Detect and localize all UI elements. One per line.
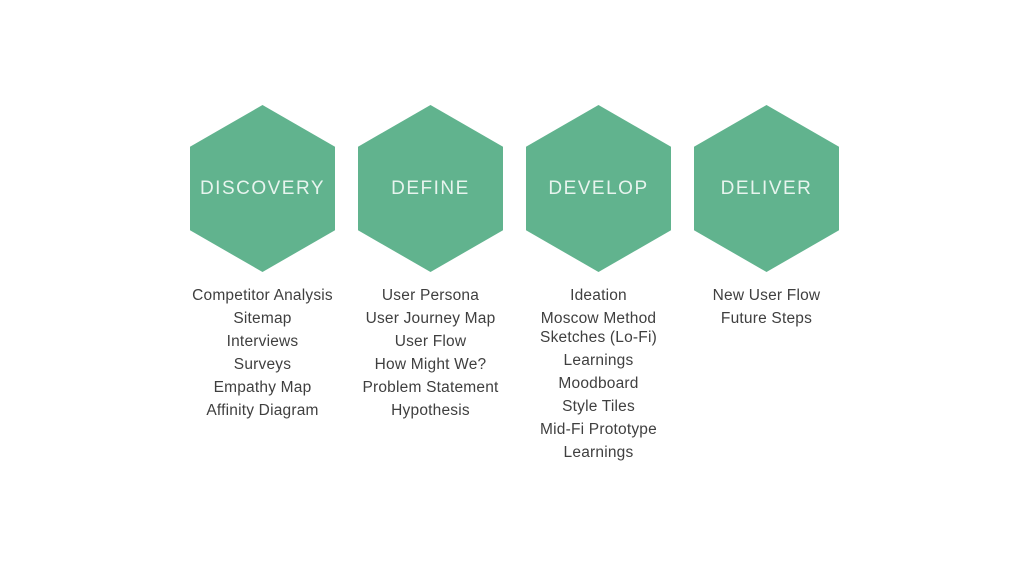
define-method-list: User Persona User Journey Map User Flow … [326,284,536,422]
method-item: Style Tiles [562,398,635,415]
method-item: How Might We? [374,356,487,373]
method-item: Future Steps [720,310,813,327]
method-item: Ideation [570,287,627,304]
stage-deliver: DELIVER New User Flow Future Steps [694,105,839,464]
deliver-label: DELIVER [720,177,813,199]
stages-row: DISCOVERY Competitor Analysis Sitemap In… [190,105,839,464]
method-item: User Journey Map [365,310,496,327]
develop-method-list: Ideation Moscow Method Sketches (Lo-Fi) … [494,284,704,464]
stage-develop: DEVELOP Ideation Moscow Method Sketches … [526,105,671,464]
discovery-method-list: Competitor Analysis Sitemap Interviews S… [158,284,368,422]
method-item: Learnings [563,352,634,369]
develop-hexagon: DEVELOP [526,105,671,272]
method-item: Interviews [226,333,299,350]
method-item: Problem Statement [362,379,499,396]
method-item: Empathy Map [213,379,312,396]
method-item: Surveys [233,356,292,373]
method-item: Hypothesis [391,402,470,419]
method-item: New User Flow [712,287,821,304]
method-item: Sketches (Lo-Fi) [540,329,657,346]
discovery-label: DISCOVERY [199,177,326,199]
method-item: Mid-Fi Prototype [540,421,657,438]
define-label: DEFINE [391,177,470,199]
deliver-hexagon: DELIVER [694,105,839,272]
method-item: Sitemap [233,310,292,327]
method-item: User Flow [394,333,467,350]
method-item: Affinity Diagram [206,402,319,419]
develop-label: DEVELOP [548,177,649,199]
discovery-hexagon: DISCOVERY [190,105,335,272]
stage-define: DEFINE User Persona User Journey Map Use… [358,105,503,464]
method-item: Moodboard [558,375,639,392]
method-item: Learnings [563,444,634,461]
define-hexagon: DEFINE [358,105,503,272]
method-item: User Persona [381,287,480,304]
method-item: Competitor Analysis [192,287,333,304]
stage-discovery: DISCOVERY Competitor Analysis Sitemap In… [190,105,335,464]
deliver-method-list: New User Flow Future Steps [662,284,872,330]
method-item: Moscow Method [540,310,657,327]
